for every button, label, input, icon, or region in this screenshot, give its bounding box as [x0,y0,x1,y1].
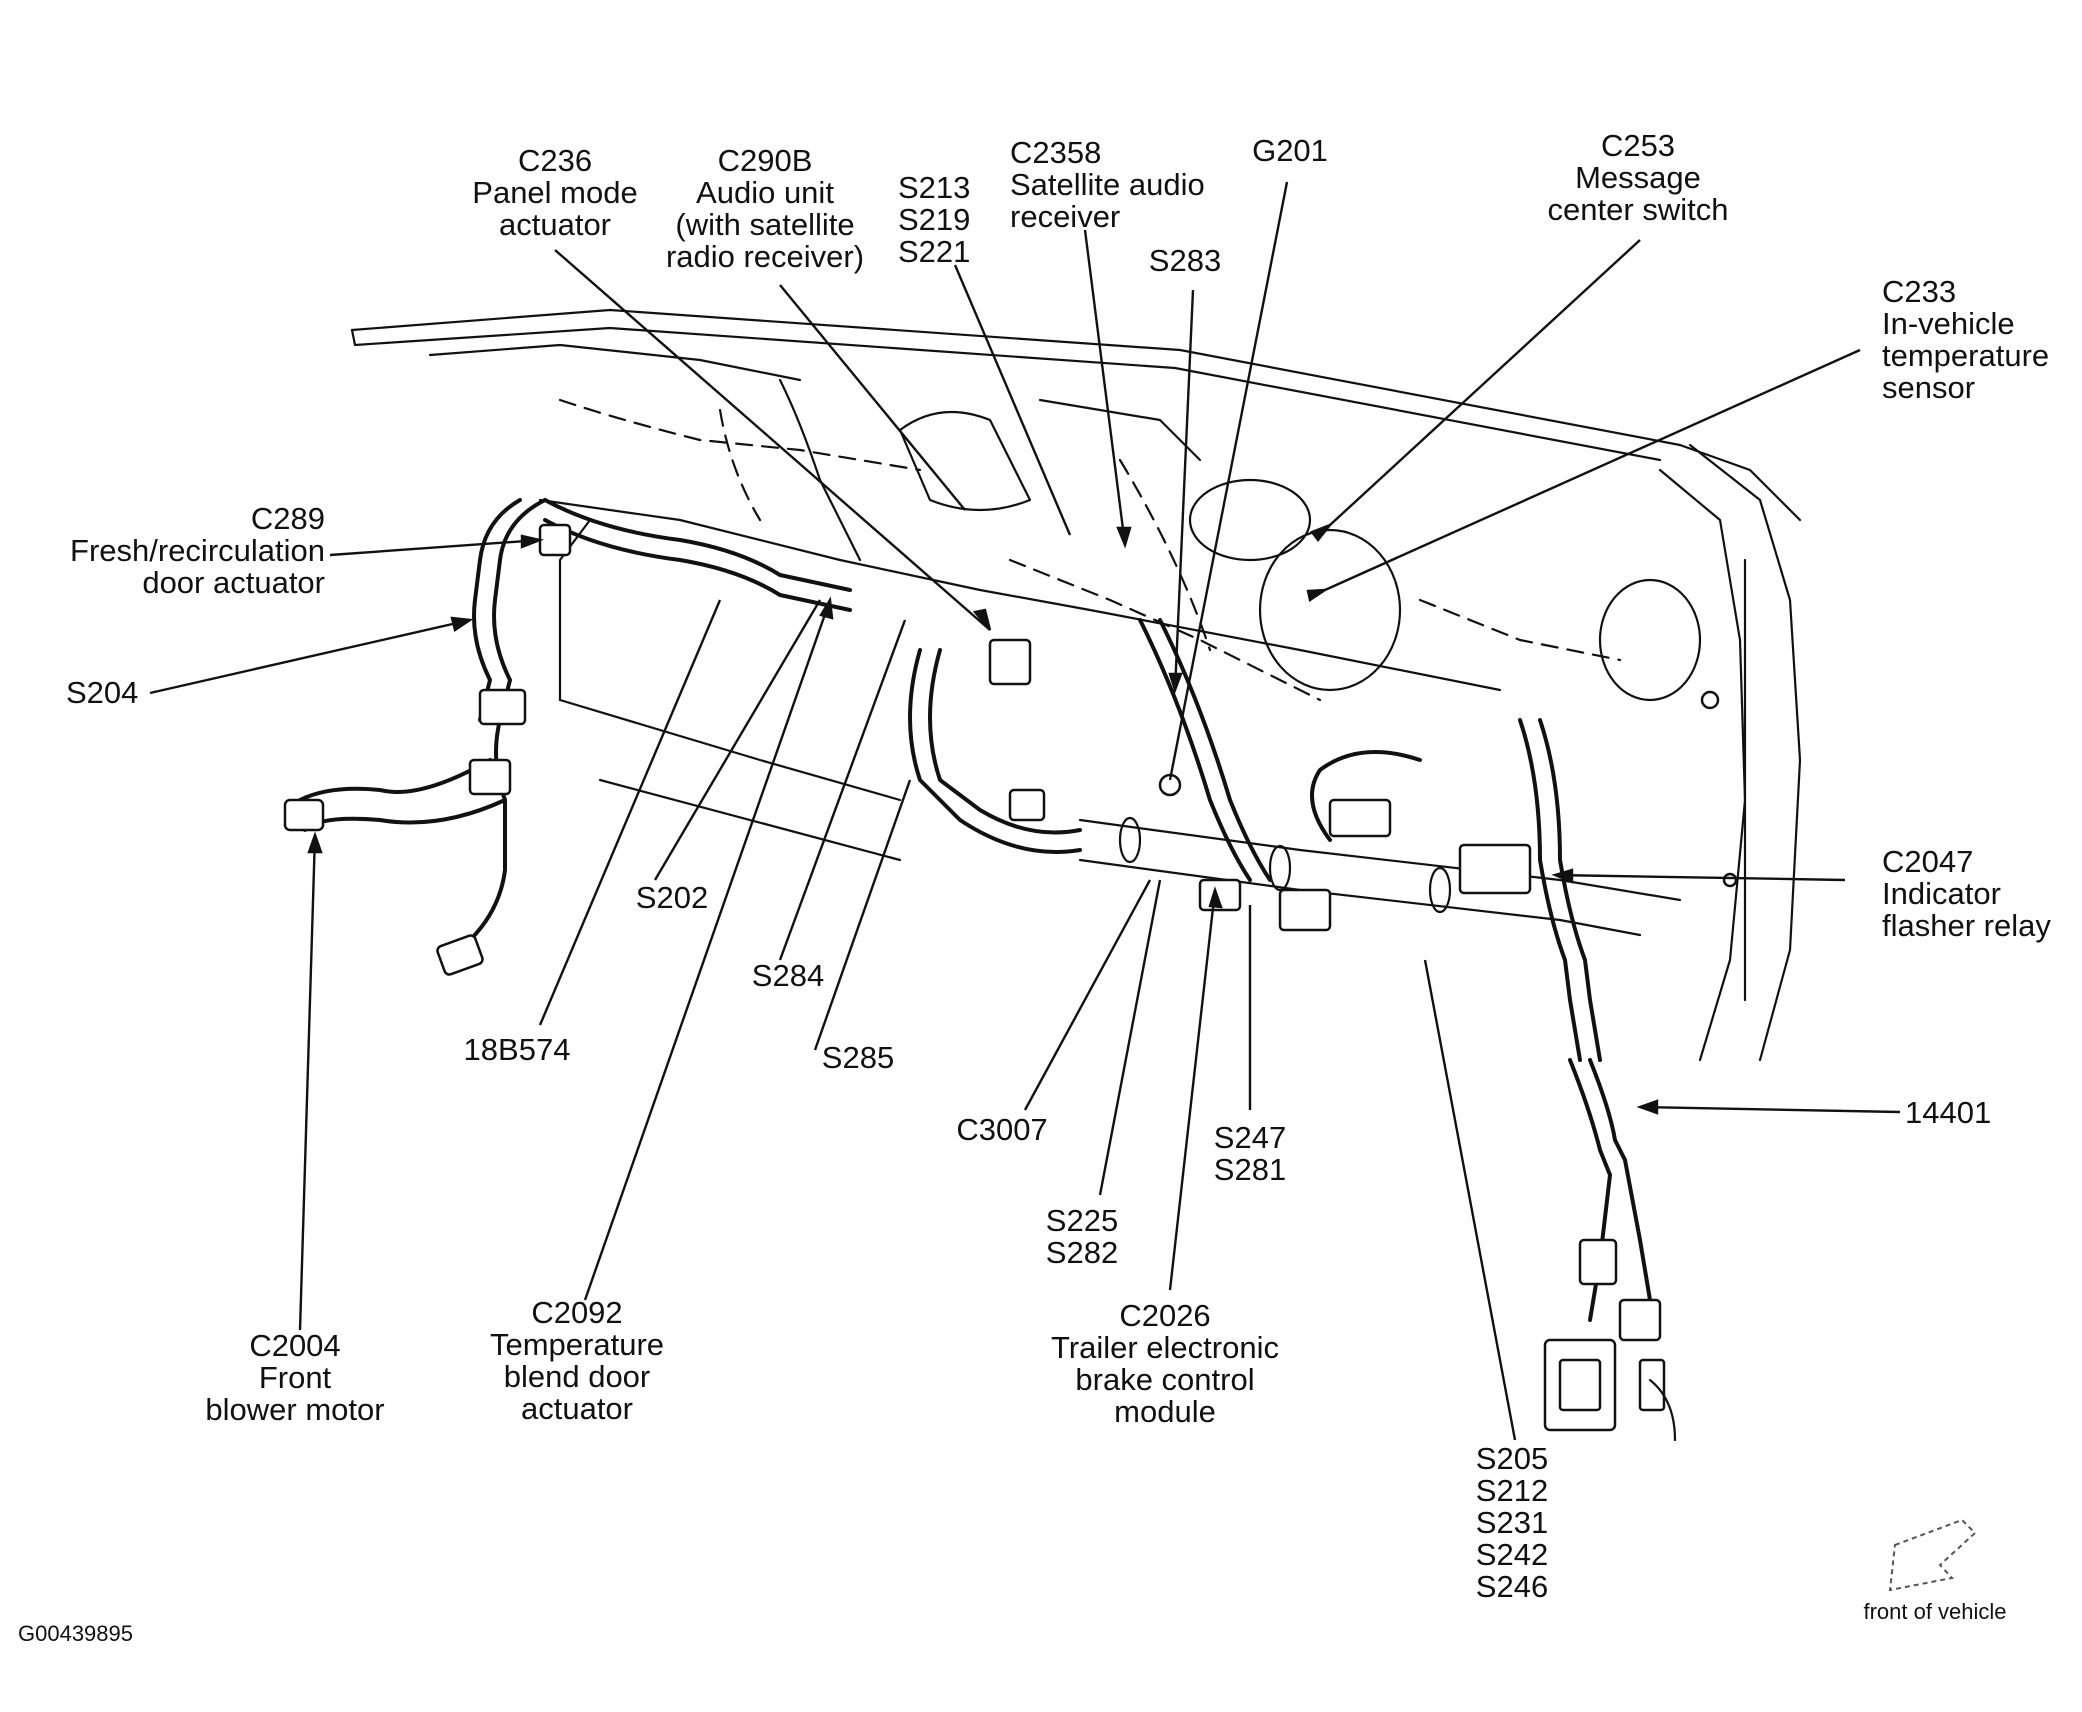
label-s284: S284 [751,958,825,993]
diagram-id: G00439895 [18,1621,133,1646]
label-s204: S204 [66,675,139,710]
label-s202: S202 [635,880,709,915]
label-g201: G201 [1252,133,1328,168]
label-s283: S283 [1148,243,1222,278]
label-s285: S285 [821,1040,895,1075]
label-18b574: 18B574 [463,1032,571,1067]
label-14401: 14401 [1905,1095,1992,1130]
label-c3007: C3007 [956,1112,1048,1147]
front-of-vehicle-arrow-icon [1888,1518,1977,1592]
front-of-vehicle-caption: front of vehicle [1863,1599,2007,1624]
